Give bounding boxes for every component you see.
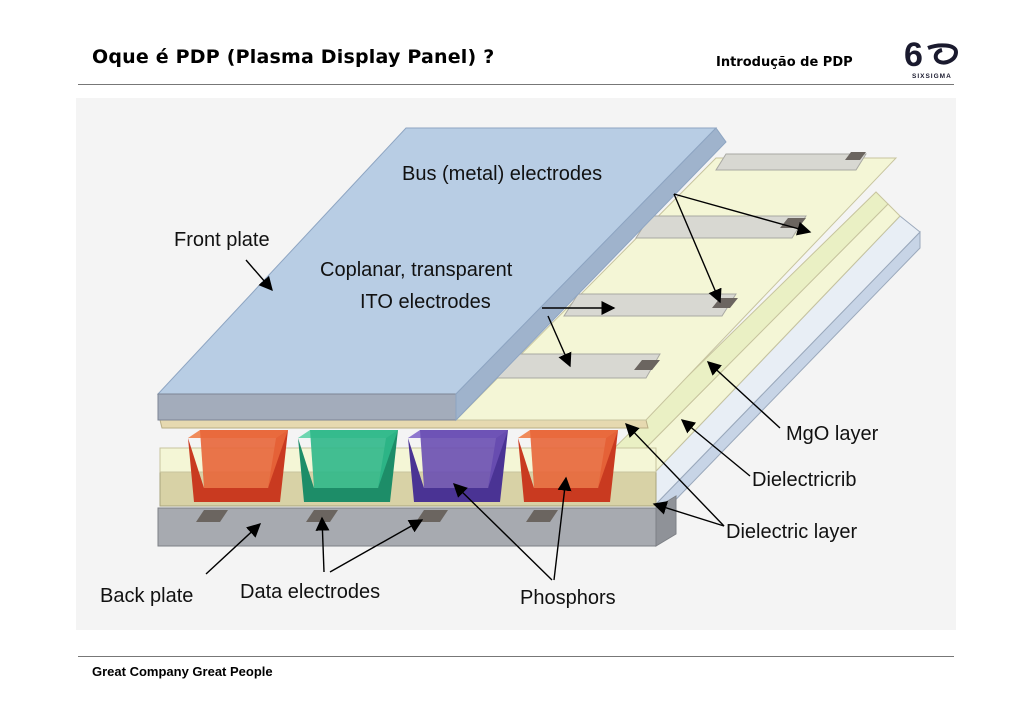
phosphor-red-cell	[188, 430, 288, 502]
slide-title: Oque é PDP (Plasma Display Panel) ?	[92, 46, 495, 68]
phosphor-green-cell	[298, 430, 398, 502]
label-phosphors: Phosphors	[520, 587, 616, 609]
label-bus-electrodes: Bus (metal) electrodes	[402, 163, 602, 185]
data-electrodes	[196, 510, 558, 522]
phosphor-blue-cell	[408, 430, 508, 502]
svg-text:6: 6	[904, 36, 923, 74]
header-divider	[78, 84, 954, 85]
footer-divider	[78, 656, 954, 657]
label-data-electrodes: Data electrodes	[240, 581, 380, 603]
sixsigma-logo: 6 SIXSIGMA	[904, 36, 959, 80]
phosphor-cells	[188, 430, 618, 502]
pdp-diagram: Bus (metal) electrodes Front plate Copla…	[76, 98, 956, 630]
phosphor-orange-cell	[518, 430, 618, 502]
label-coplanar-1: Coplanar, transparent	[320, 259, 513, 281]
logo-text: SIXSIGMA	[912, 73, 952, 80]
mgo-strip	[159, 419, 649, 429]
label-coplanar-2: ITO electrodes	[360, 291, 491, 313]
annotation-arrows	[205, 193, 812, 581]
pdp-structure-svg: Bus (metal) electrodes Front plate Copla…	[100, 127, 921, 609]
label-back-plate: Back plate	[100, 585, 193, 607]
footer-text: Great Company Great People	[92, 664, 273, 679]
label-front-plate: Front plate	[174, 229, 270, 251]
front-plate	[156, 127, 727, 422]
section-label: Introdução de PDP	[716, 55, 853, 70]
label-mgo-layer: MgO layer	[786, 423, 879, 445]
label-dielectric-layer: Dielectric layer	[726, 521, 857, 543]
label-dielectric-rib: Dielectricrib	[752, 469, 856, 491]
